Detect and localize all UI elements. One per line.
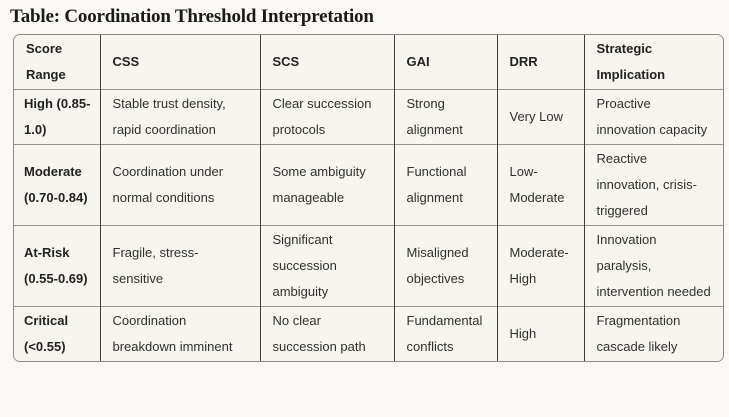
row-header-cell: At-Risk (0.55-0.69) xyxy=(14,225,100,307)
table-row: Moderate (0.70-0.84)Coordination under n… xyxy=(14,144,723,226)
table-row: Critical (<0.55)Coordination breakdown i… xyxy=(14,306,723,361)
table-cell: Proactive innovation capacity xyxy=(583,89,723,145)
column-header: DRR xyxy=(496,35,584,90)
table-cell: Low-Moderate xyxy=(496,144,584,226)
table-cell: Some ambiguity manageable xyxy=(259,144,394,226)
table-cell: Innovation paralysis, intervention neede… xyxy=(583,225,723,307)
table-cell: Fundamental conflicts xyxy=(393,306,497,361)
column-header: Strategic Implication xyxy=(583,35,723,90)
table-cell: Strong alignment xyxy=(393,89,497,145)
table-cell: Fragile, stress-sensitive xyxy=(99,225,260,307)
table-cell: No clear succession path xyxy=(259,306,394,361)
table-cell: Clear succession protocols xyxy=(259,89,394,145)
table-title: Table: Coordination Threshold Interpreta… xyxy=(10,6,374,27)
table-body: High (0.85-1.0)Stable trust density, rap… xyxy=(14,89,723,361)
table-cell: High xyxy=(496,306,584,361)
table-cell: Misaligned objectives xyxy=(393,225,497,307)
column-header: SCS xyxy=(259,35,394,90)
table-cell: Functional alignment xyxy=(393,144,497,226)
table-cell: Stable trust density, rapid coordination xyxy=(99,89,260,145)
row-header-cell: Critical (<0.55) xyxy=(14,306,100,361)
table-row: High (0.85-1.0)Stable trust density, rap… xyxy=(14,89,723,145)
table-cell: Moderate-High xyxy=(496,225,584,307)
row-header-cell: High (0.85-1.0) xyxy=(14,89,100,145)
table-cell: Significant succession ambiguity xyxy=(259,225,394,307)
row-header-cell: Moderate (0.70-0.84) xyxy=(14,144,100,226)
table-cell: Coordination breakdown imminent xyxy=(99,306,260,361)
table-cell: Very Low xyxy=(496,89,584,145)
table-cell: Fragmentation cascade likely xyxy=(583,306,723,361)
column-header: GAI xyxy=(393,35,497,90)
table-cell: Coordination under normal conditions xyxy=(99,144,260,226)
table-row: At-Risk (0.55-0.69)Fragile, stress-sensi… xyxy=(14,225,723,307)
table-cell: Reactive innovation, crisis-triggered xyxy=(583,144,723,226)
column-header: CSS xyxy=(99,35,260,90)
column-header: Score Range xyxy=(26,41,66,82)
